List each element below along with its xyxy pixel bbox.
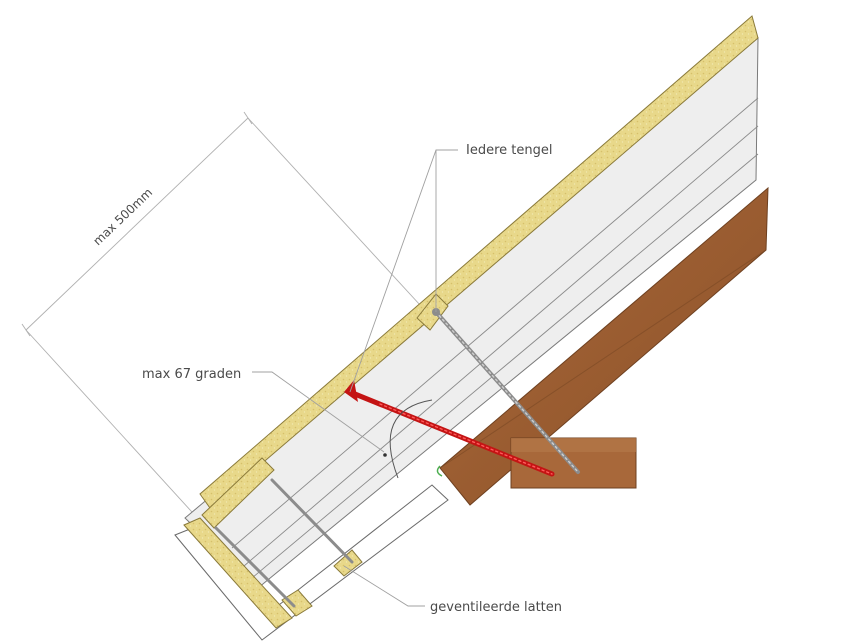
angle-point (383, 453, 387, 457)
eave-block-lower (183, 517, 293, 629)
dimension-label: max 500mm (90, 185, 155, 248)
tengel-label: Iedere tengel (466, 143, 552, 158)
green-marker (436, 465, 443, 477)
rafter-edge (439, 249, 767, 469)
leader-lines (252, 149, 458, 607)
eave-block-corner (281, 589, 313, 617)
angle-label: max 67 graden (142, 367, 241, 382)
gray-screws (214, 310, 580, 608)
rafter-beam (439, 186, 769, 506)
battens-label: geventileerde latten (430, 600, 562, 615)
dimension-lines (21, 111, 433, 535)
gray-screw-short-2 (270, 478, 354, 564)
red-screw-head (344, 380, 358, 402)
eave-block-upper (201, 457, 275, 529)
red-screw (347, 389, 555, 477)
wall-plate-top (511, 438, 636, 452)
gray-screw-short-1 (214, 526, 296, 608)
board-layer-lines (231, 97, 759, 579)
angle-arc (389, 399, 433, 479)
